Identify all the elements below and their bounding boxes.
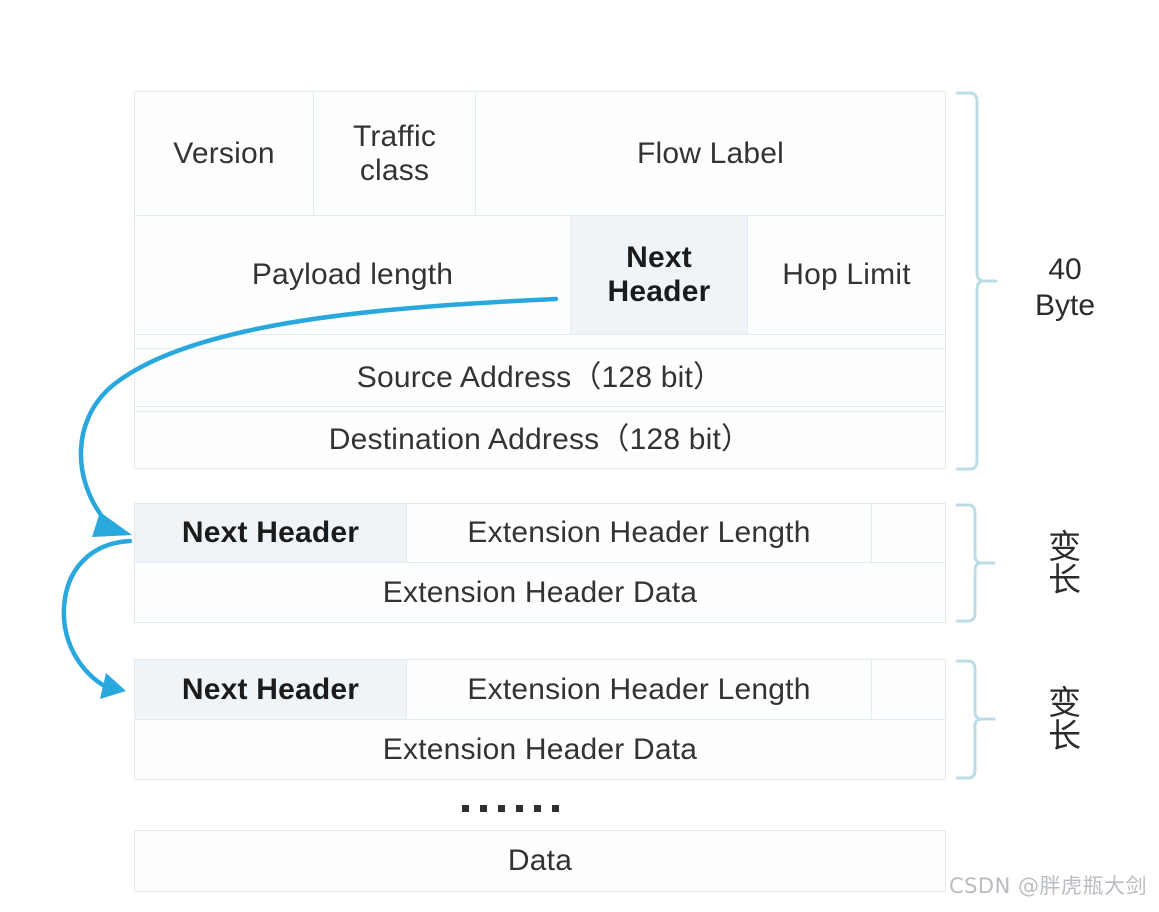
field-next-header: Next Header (570, 215, 748, 335)
ellipsis-dot (552, 805, 559, 812)
csdn-watermark: CSDN @胖虎瓶大剑 (948, 874, 1147, 898)
field-traffic-class: Traffic class (313, 91, 476, 216)
extension-header-1-size-label: 变长 (1042, 529, 1082, 595)
ext2-header-length: Extension Header Length (406, 659, 872, 720)
field-flow-label: Flow Label (475, 91, 946, 216)
field-hop-limit: Hop Limit (747, 215, 946, 335)
brace-extension-1 (955, 503, 996, 623)
ext2-header-data: Extension Header Data (134, 719, 946, 780)
ext1-header-length: Extension Header Length (406, 503, 872, 563)
extension-header-2-size-label: 变长 (1042, 685, 1082, 751)
ext2-next-header: Next Header (134, 659, 407, 720)
ellipsis-dot (516, 805, 523, 812)
brace-extension-2 (955, 659, 996, 780)
ellipsis-dot (462, 805, 469, 812)
field-data: Data (134, 830, 946, 892)
ellipsis-dot (534, 805, 541, 812)
ellipsis-dot (498, 805, 505, 812)
field-version: Version (134, 91, 314, 216)
arrow-next-header-to-ext1-head (92, 512, 132, 537)
ext1-next-header: Next Header (134, 503, 407, 563)
field-destination-address: Destination Address（128 bit） (134, 411, 946, 469)
ellipsis-dots (462, 805, 559, 812)
arrow-ext1-to-ext2-head (100, 673, 126, 699)
brace-40-byte (955, 91, 998, 471)
ext1-header-data: Extension Header Data (134, 562, 946, 623)
arrow-ext1-to-ext2 (61, 538, 133, 693)
field-payload-length: Payload length (134, 215, 571, 335)
ellipsis-dot (480, 805, 487, 812)
base-header-size-label: 40 Byte (1034, 253, 1096, 322)
field-source-address: Source Address（128 bit） (134, 348, 946, 407)
